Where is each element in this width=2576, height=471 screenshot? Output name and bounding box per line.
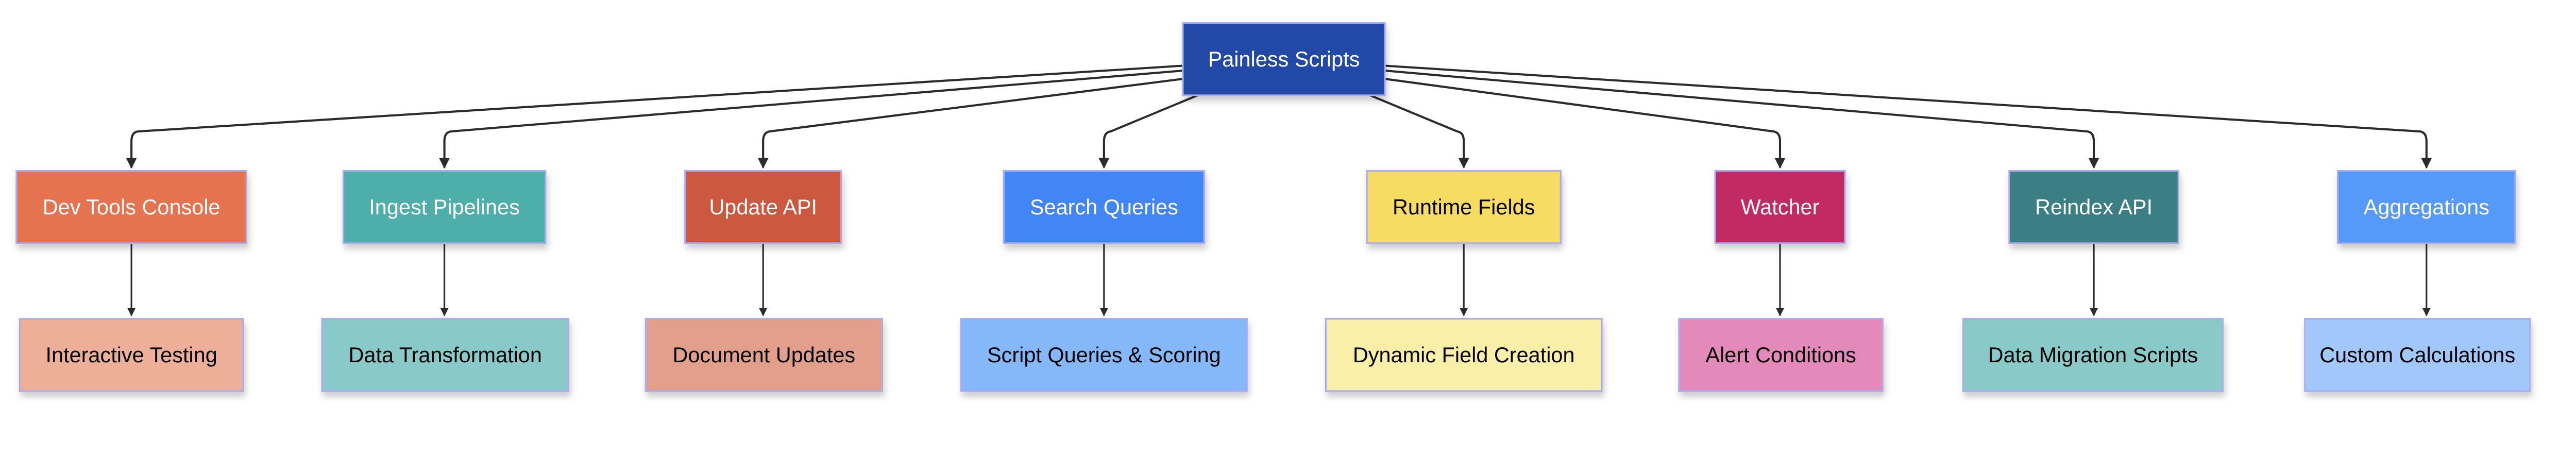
node-child[interactable]: Custom Calculations xyxy=(2304,318,2531,392)
node-child-box xyxy=(1678,318,1884,392)
node-child-label: Script Queries & Scoring xyxy=(987,343,1221,367)
edge-root-to-branch xyxy=(1385,64,2432,169)
node-branch-box xyxy=(2008,170,2179,244)
node-branch-label: Runtime Fields xyxy=(1393,195,1535,219)
node-branch-box xyxy=(1366,170,1562,244)
node-child-box xyxy=(2304,318,2531,392)
node-branch[interactable]: Dev Tools Console xyxy=(15,170,247,244)
node-child-box xyxy=(1325,318,1603,392)
node-child-label: Document Updates xyxy=(672,343,855,367)
edge-root-to-branch xyxy=(1098,94,1198,169)
node-branch-label: Watcher xyxy=(1741,195,1820,219)
edge-root-to-branch xyxy=(126,64,1183,169)
node-child-box xyxy=(960,318,1248,392)
node-child-label: Interactive Testing xyxy=(46,343,217,367)
edges xyxy=(126,64,2432,316)
node-branch[interactable]: Search Queries xyxy=(1003,170,1205,244)
node-branch-box xyxy=(342,170,547,244)
node-branch-box xyxy=(684,170,842,244)
node-child-label: Custom Calculations xyxy=(2319,343,2515,367)
node-branch[interactable]: Reindex API xyxy=(2008,170,2179,244)
node-branch[interactable]: Update API xyxy=(684,170,842,244)
node-child-label: Dynamic Field Creation xyxy=(1353,343,1575,367)
node-child-box xyxy=(321,318,569,392)
node-branch-box xyxy=(1714,170,1846,244)
node-child-box xyxy=(19,318,244,392)
node-branch-label: Search Queries xyxy=(1030,195,1178,219)
node-branch-box xyxy=(2337,170,2516,244)
node-branch-label: Dev Tools Console xyxy=(43,195,221,219)
node-branch[interactable]: Watcher xyxy=(1714,170,1846,244)
node-child[interactable]: Dynamic Field Creation xyxy=(1325,318,1603,392)
node-child-box xyxy=(645,318,883,392)
edge-root-to-branch xyxy=(1384,70,2099,169)
node-child[interactable]: Document Updates xyxy=(645,318,883,392)
root-label: Painless Scripts xyxy=(1208,47,1360,71)
node-branch-box xyxy=(15,170,247,244)
node-branch-box xyxy=(1003,170,1205,244)
node-child-label: Data Transformation xyxy=(348,343,541,367)
node-branch-label: Reindex API xyxy=(2035,195,2153,219)
edge-root-to-branch xyxy=(1384,78,1786,169)
node-child-label: Alert Conditions xyxy=(1705,343,1856,367)
node-child-label: Data Migration Scripts xyxy=(1988,343,2198,367)
node-branch[interactable]: Runtime Fields xyxy=(1366,170,1562,244)
edge-root-to-branch xyxy=(439,70,1183,169)
edge-root-to-branch xyxy=(1369,94,1469,169)
node-child[interactable]: Data Transformation xyxy=(321,318,569,392)
edge-root-to-branch xyxy=(757,78,1183,169)
node-child-box xyxy=(1962,318,2224,392)
node-branch-label: Update API xyxy=(709,195,817,219)
node-branch-label: Ingest Pipelines xyxy=(369,195,520,219)
node-child[interactable]: Interactive Testing xyxy=(19,318,244,392)
node-branch[interactable]: Ingest Pipelines xyxy=(342,170,547,244)
node-child[interactable]: Alert Conditions xyxy=(1678,318,1884,392)
root-box xyxy=(1182,22,1386,96)
node-child[interactable]: Data Migration Scripts xyxy=(1962,318,2224,392)
node-branch[interactable]: Aggregations xyxy=(2337,170,2516,244)
nodes: Painless Scripts Dev Tools ConsoleIntera… xyxy=(15,22,2531,392)
painless-scripts-diagram: Painless Scripts Dev Tools ConsoleIntera… xyxy=(15,22,2531,392)
node-branch-label: Aggregations xyxy=(2364,195,2489,219)
node-root[interactable]: Painless Scripts xyxy=(1182,22,1386,96)
node-child[interactable]: Script Queries & Scoring xyxy=(960,318,1248,392)
